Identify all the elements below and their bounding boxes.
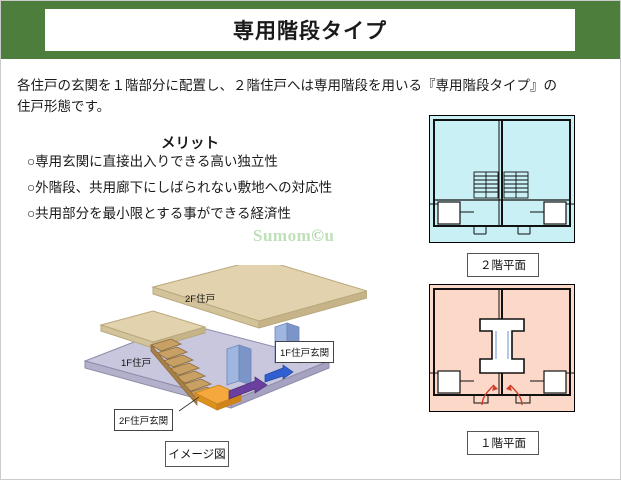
copyright-icon: © — [311, 226, 325, 245]
floor-plan-2f-svg — [430, 116, 574, 242]
floor-plan-1f-svg — [430, 285, 574, 411]
label-2f-unit: 2F住戸 — [185, 294, 216, 305]
page-title: 専用階段タイプ — [233, 20, 387, 43]
merit-heading: メリット — [161, 136, 219, 152]
watermark: Sumom©u — [253, 226, 334, 246]
header-title-box: 専用階段タイプ — [45, 9, 575, 51]
illustration-caption: イメージ図 — [165, 441, 229, 467]
header-band: 専用階段タイプ — [1, 1, 620, 59]
watermark-text-after: u — [324, 226, 335, 245]
isometric-illustration: 2F住戸 1F住戸 1F住戸玄関 2F住戸玄関 — [79, 258, 369, 431]
label-1f-entrance: 1F住戸玄関 — [275, 341, 335, 363]
floor-plan-2f — [429, 115, 575, 243]
label-1f-unit: 1F住戸 — [121, 358, 152, 369]
lead-line-1: 各住戸の玄関を１階部分に配置し、２階住戸へは専用階段を用いる『専用階段タイプ』の — [17, 78, 557, 93]
watermark-text-before: Sumom — [253, 226, 312, 245]
lead-paragraph: 各住戸の玄関を１階部分に配置し、２階住戸へは専用階段を用いる『専用階段タイプ』の… — [17, 75, 609, 117]
floor-plan-2f-caption: ２階平面 — [467, 253, 539, 277]
merit-item-2: ○外階段、共用廊下にしばられない敷地への対応性 — [27, 180, 333, 195]
floor-plan-1f-caption: １階平面 — [467, 431, 539, 455]
merit-item-3: ○共用部分を最小限とする事ができる経済性 — [27, 206, 291, 221]
merit-item-1: ○専用玄関に直接出入りできる高い独立性 — [27, 154, 278, 169]
lead-line-2: 住戸形態です。 — [17, 99, 111, 114]
isometric-svg — [83, 258, 369, 412]
floor-plan-1f — [429, 284, 575, 412]
label-2f-entrance: 2F住戸玄関 — [114, 409, 174, 431]
